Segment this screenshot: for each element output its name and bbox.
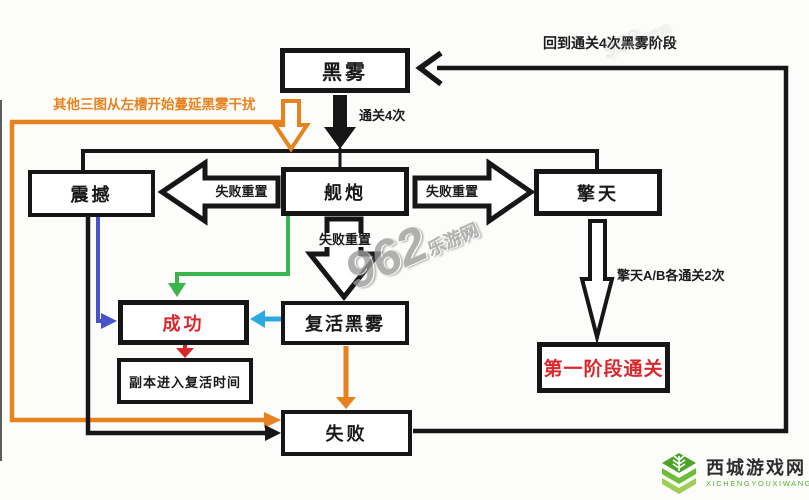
edge-jianpao-to-chenggong xyxy=(175,216,290,284)
block-arrow-qingtian-down xyxy=(579,219,615,345)
arrowhead-blue-into-chenggong xyxy=(101,313,117,329)
block-arrow-fail-reset-left xyxy=(157,158,281,226)
arrowhead-green-into-chenggong xyxy=(168,283,186,297)
node-chenggong-label: 成功 xyxy=(162,313,205,334)
node-stage1-clear: 第一阶段通关 xyxy=(537,342,670,393)
node-heiwu-label: 黑雾 xyxy=(322,62,368,84)
node-fuben-revive-time: 副本进入复活时间 xyxy=(117,358,253,404)
edge-fail-loop xyxy=(413,65,789,434)
node-fuhuo-heiwu-label: 复活黑雾 xyxy=(305,314,385,334)
arrowhead-cyan-into-chenggong xyxy=(250,310,265,328)
block-arrow-fail-reset-down xyxy=(304,216,384,302)
node-jianpao: 舰炮 xyxy=(281,167,409,216)
node-fuhuo-heiwu: 复活黑雾 xyxy=(281,301,409,345)
edge-orange-route xyxy=(9,119,284,423)
block-arrow-fail-reset-right xyxy=(412,158,536,226)
node-zhenhan: 震撼 xyxy=(28,170,155,217)
label-return-to-heiwu: 回到通关4次黑雾阶段 xyxy=(543,35,677,51)
wheat-leaf-icon xyxy=(662,453,696,494)
label-clear-4-times: 通关4次 xyxy=(359,108,406,123)
site-logo: 西城游戏网 XICHENGYOUXIWANG xyxy=(658,451,809,495)
label-fail-reset-right: 失败重置 xyxy=(425,184,478,199)
arrowhead-black-into-shibai xyxy=(265,425,281,441)
node-heiwu: 黑雾 xyxy=(280,48,410,93)
arrow-heiwu-down xyxy=(324,95,356,149)
label-qingtian-ab-clear: 擎天A/B各通关2次 xyxy=(617,268,725,283)
node-chenggong: 成功 xyxy=(118,300,249,345)
label-other-maps-note: 其他三图从左槽开始蔓延黑雾干扰 xyxy=(53,97,256,112)
node-shibai: 失败 xyxy=(281,410,412,456)
site-name-en: XICHENGYOUXIWANG xyxy=(706,478,809,488)
node-stage1-clear-label: 第一阶段通关 xyxy=(543,359,664,380)
node-fuben-revive-time-label: 副本进入复活时间 xyxy=(128,374,241,390)
arrowhead-into-heiwu xyxy=(415,50,443,87)
node-jianpao-label: 舰炮 xyxy=(324,182,366,203)
node-qingtian: 擎天 xyxy=(534,169,662,216)
edge-zhenhan-to-chenggong xyxy=(96,216,102,323)
site-logo-text: 西城游戏网 XICHENGYOUXIWANG xyxy=(706,457,809,488)
site-name-cn: 西城游戏网 xyxy=(706,457,806,478)
node-shibai-label: 失败 xyxy=(325,424,368,444)
edge-zhenhan-to-shibai xyxy=(85,216,266,436)
node-zhenhan-label: 震撼 xyxy=(70,184,113,205)
node-qingtian-label: 擎天 xyxy=(577,183,619,204)
arrowhead-red-into-fuben xyxy=(176,348,194,358)
arrow-orange-hollow-down xyxy=(271,99,311,153)
arrowhead-orange-into-shibai xyxy=(264,412,281,428)
label-fail-reset-down: 失败重置 xyxy=(317,232,374,248)
arrowhead-orange-down-into-shibai xyxy=(336,397,356,409)
label-fail-reset-left: 失败重置 xyxy=(215,184,268,199)
